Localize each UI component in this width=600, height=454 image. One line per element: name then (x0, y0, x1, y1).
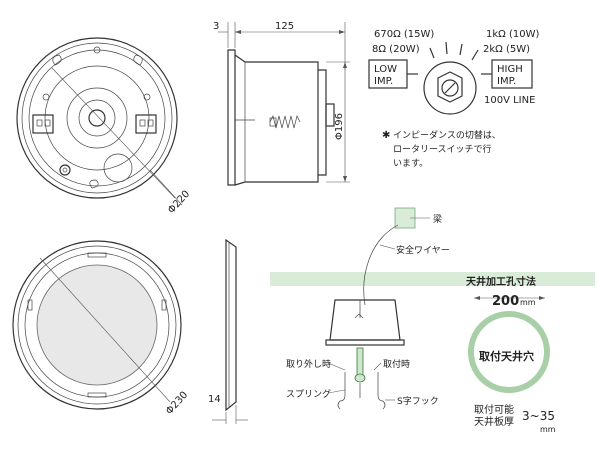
spring-label: スプリング (286, 388, 331, 400)
grille-depth-label: 14 (208, 394, 221, 405)
rear-view: Φ220 (16, 37, 192, 216)
s-hook-label: S字フック (397, 395, 439, 407)
side-view: 3 125 Φ196 (213, 21, 350, 186)
remove-state-label: 取り外し時 (286, 358, 331, 370)
body-diameter-label: Φ196 (334, 113, 345, 140)
installation-diagram: 梁 安全ワイヤー 取り外し時 取付時 スプリング S字フック 天井加工孔寸法 2… (270, 207, 595, 434)
note-line-1: インピーダンスの切替は、 (393, 129, 501, 141)
line-voltage-label: 100V LINE (484, 95, 535, 106)
grille-diameter-label: Φ230 (164, 390, 190, 417)
attach-state-label: 取付時 (383, 359, 410, 370)
thickness-unit: mm (540, 425, 556, 434)
flange-dimension: 3 (213, 21, 219, 32)
beam-label: 梁 (433, 213, 442, 225)
depth-dimension: 125 (275, 21, 294, 32)
impedance-670: 670Ω (15W) (374, 29, 434, 40)
terminal-block-right (135, 114, 157, 134)
impedance-1k: 1kΩ (10W) (486, 29, 539, 40)
grille (36, 264, 158, 386)
note-star: ✱ (382, 130, 390, 141)
note-line-2: ロータリースイッチで行 (393, 143, 492, 155)
cutout-unit: mm (520, 298, 536, 307)
thickness-label-2: 天井板厚 (474, 415, 514, 428)
rotary-switch (423, 61, 477, 115)
thickness-label-1: 取付可能 (474, 403, 514, 416)
front-view: Φ230 (12, 240, 190, 417)
safety-wire-label: 安全ワイヤー (396, 244, 450, 256)
cutout-hole (468, 311, 550, 393)
terminal-block-left (32, 114, 54, 134)
low-imp-line2: IMP. (374, 76, 393, 87)
cutout-title: 天井加工孔寸法 (466, 275, 536, 288)
high-imp-line2: IMP. (497, 76, 516, 87)
side-spring (269, 114, 301, 129)
note-line-3: います。 (393, 158, 428, 169)
impedance-8: 8Ω (20W) (372, 44, 420, 55)
safety-wire (363, 224, 399, 306)
ceiling-band (270, 272, 595, 286)
cutout-hole-label: 取付天井穴 (479, 349, 534, 363)
cutout-size: 200 (492, 294, 519, 309)
thickness-value: 3~35 (522, 409, 555, 423)
impedance-2k: 2kΩ (5W) (483, 44, 530, 55)
low-imp-line1: LOW (374, 64, 397, 75)
impedance-switch-panel: 670Ω (15W) 1kΩ (10W) 8Ω (20W) 2kΩ (5W) L… (368, 29, 539, 169)
grille-side-view: 14 (208, 238, 248, 424)
install-speaker-body (329, 299, 401, 341)
high-imp-line1: HIGH (497, 64, 523, 75)
